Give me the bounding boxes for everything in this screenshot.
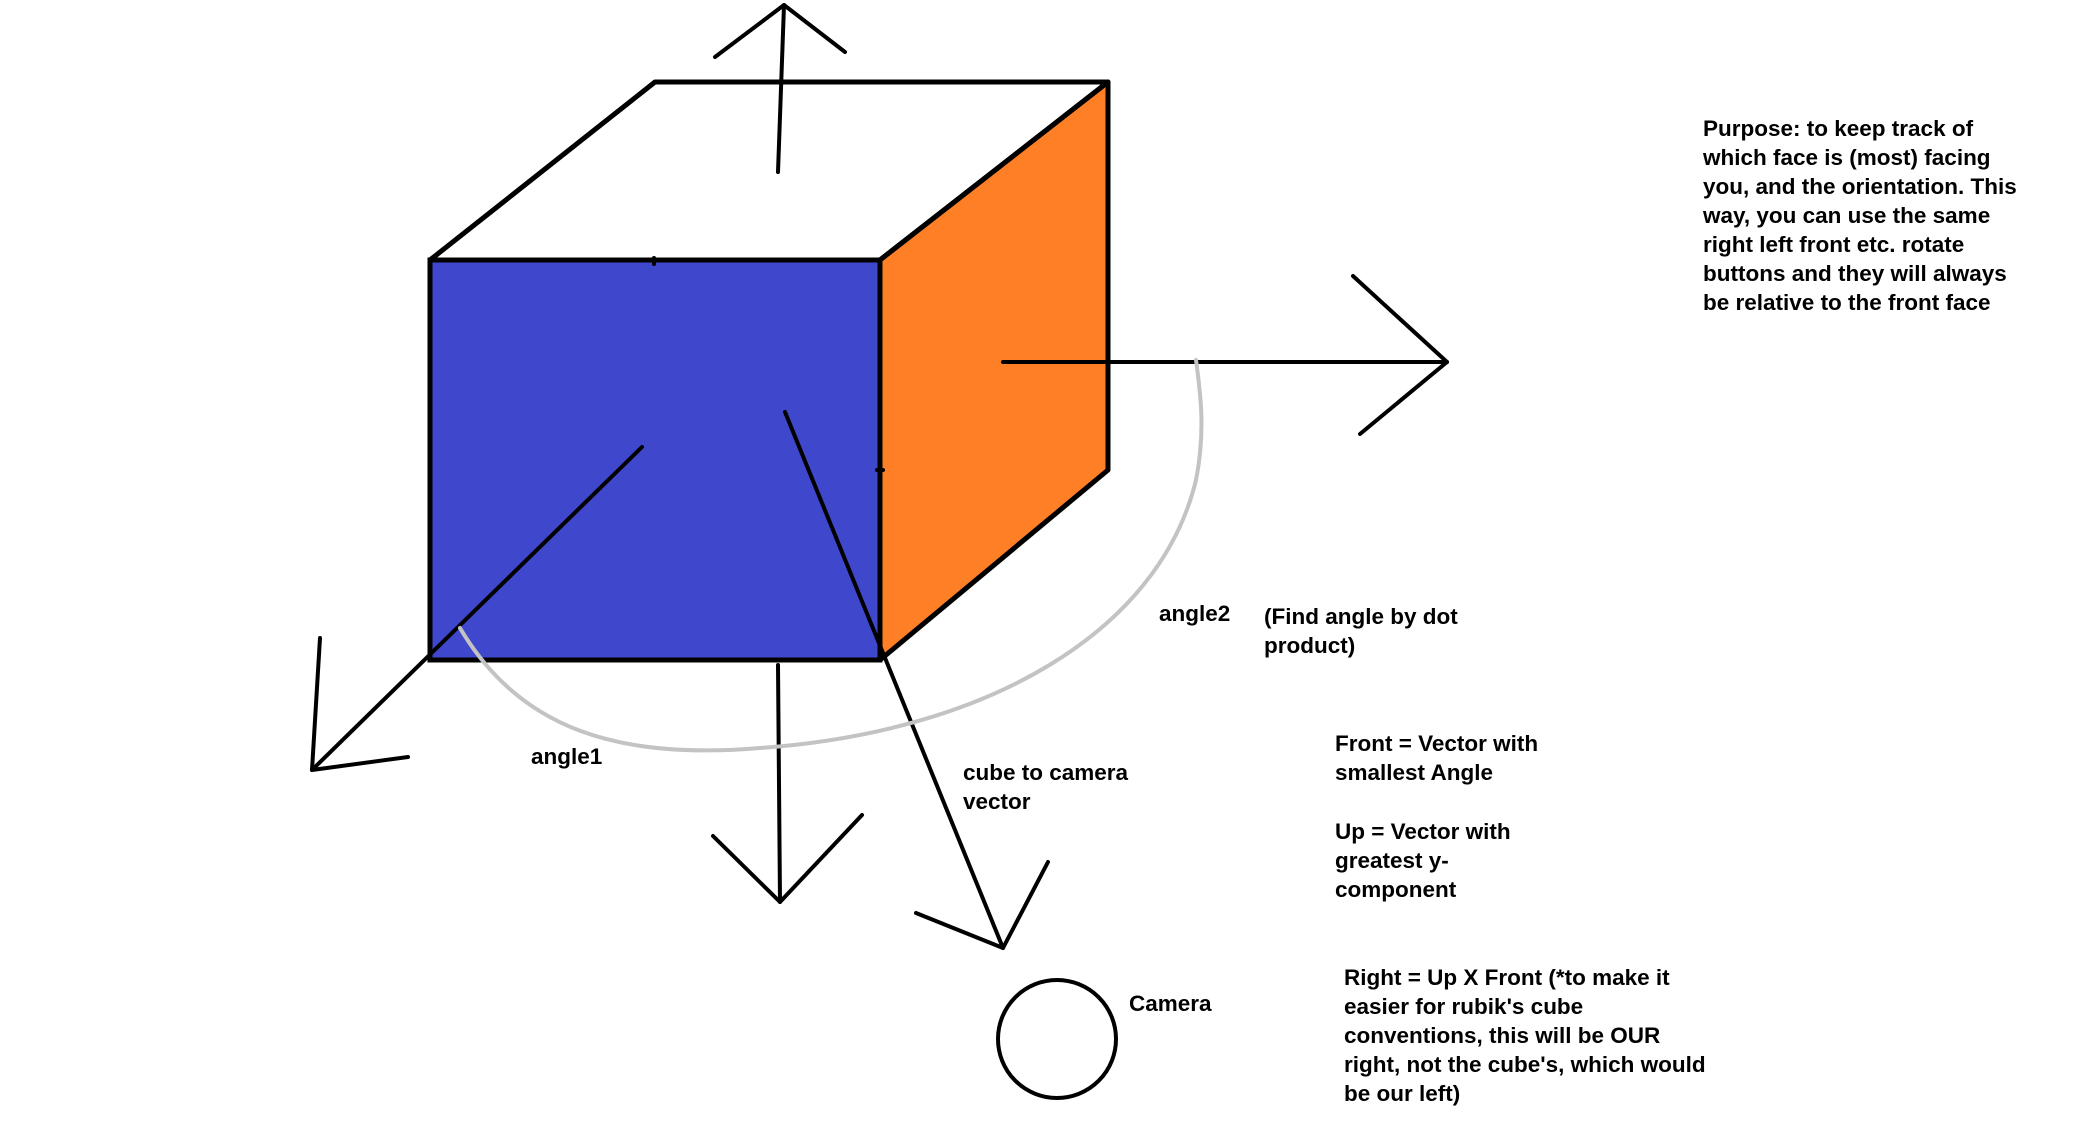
angle2-label: angle2 <box>1159 601 1230 626</box>
camera-circle <box>996 978 1118 1100</box>
normal-arrow-front <box>310 445 644 772</box>
cube-to-camera-label: cube to camera vector <box>963 760 1134 814</box>
camera-label: Camera <box>1129 991 1212 1016</box>
right-rule-note: Right = Up X Front (*to make it easier f… <box>1344 965 1712 1106</box>
angle1-label: angle1 <box>531 744 602 769</box>
up-rule-note: Up = Vector with greatest y- component <box>1335 819 1517 902</box>
purpose-note: Purpose: to keep track of which face is … <box>1702 116 2023 315</box>
cube-front-face <box>427 257 883 663</box>
angle-arc <box>458 358 1204 753</box>
normal-arrow-right <box>1001 274 1449 436</box>
normal-arrow-up <box>713 3 847 174</box>
front-rule-note: Front = Vector with smallest Angle <box>1335 731 1544 785</box>
dot-product-note: (Find angle by dot product) <box>1264 604 1464 658</box>
cube-to-camera-arrow <box>783 410 1050 950</box>
cube <box>427 79 1111 663</box>
normal-arrow-down <box>711 663 864 904</box>
